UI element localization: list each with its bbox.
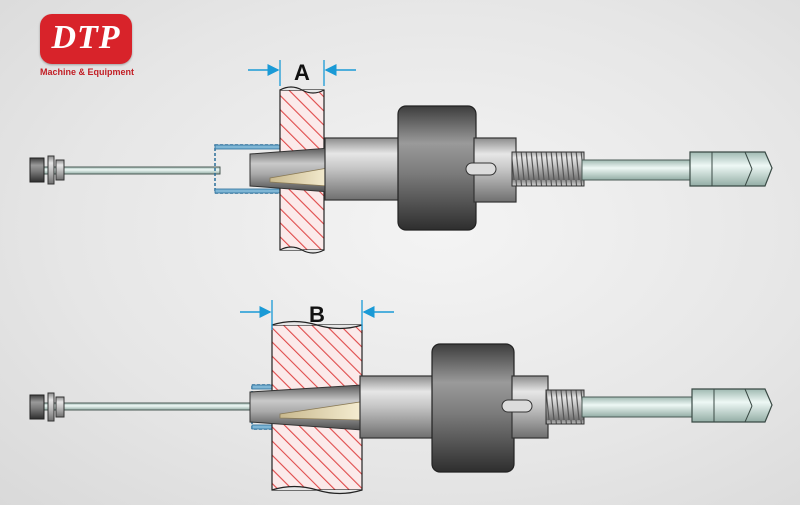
brand-logo: DTP Machine & Equipment (40, 14, 134, 82)
bottom-threaded-shaft (545, 389, 585, 425)
bottom-washer (47, 392, 55, 422)
bottom-assembly: B (29, 300, 773, 495)
top-rod-left (39, 166, 221, 175)
top-washer (47, 155, 55, 185)
bottom-collar (55, 396, 65, 418)
top-nut (29, 157, 45, 183)
bottom-rod-right (581, 396, 695, 418)
top-threaded-shaft (511, 151, 585, 187)
bottom-nut (29, 394, 45, 420)
logo-tagline: Machine & Equipment (40, 67, 135, 77)
logo-letters: DTP (51, 19, 121, 56)
bottom-hex-end (691, 388, 773, 423)
logo-badge (40, 14, 132, 64)
top-spacer-cylinder (324, 137, 406, 201)
bottom-rod-left (39, 402, 261, 411)
bottom-bell-housing (431, 343, 515, 473)
top-collar (55, 159, 65, 181)
top-hex-end (689, 151, 773, 187)
top-bell-housing (397, 105, 477, 231)
top-rod-right (581, 159, 693, 181)
top-assembly: A (29, 60, 773, 254)
dimension-b-label: B (309, 302, 325, 327)
bottom-spacer-cylinder (359, 375, 439, 439)
dimension-a-label: A (294, 60, 310, 85)
